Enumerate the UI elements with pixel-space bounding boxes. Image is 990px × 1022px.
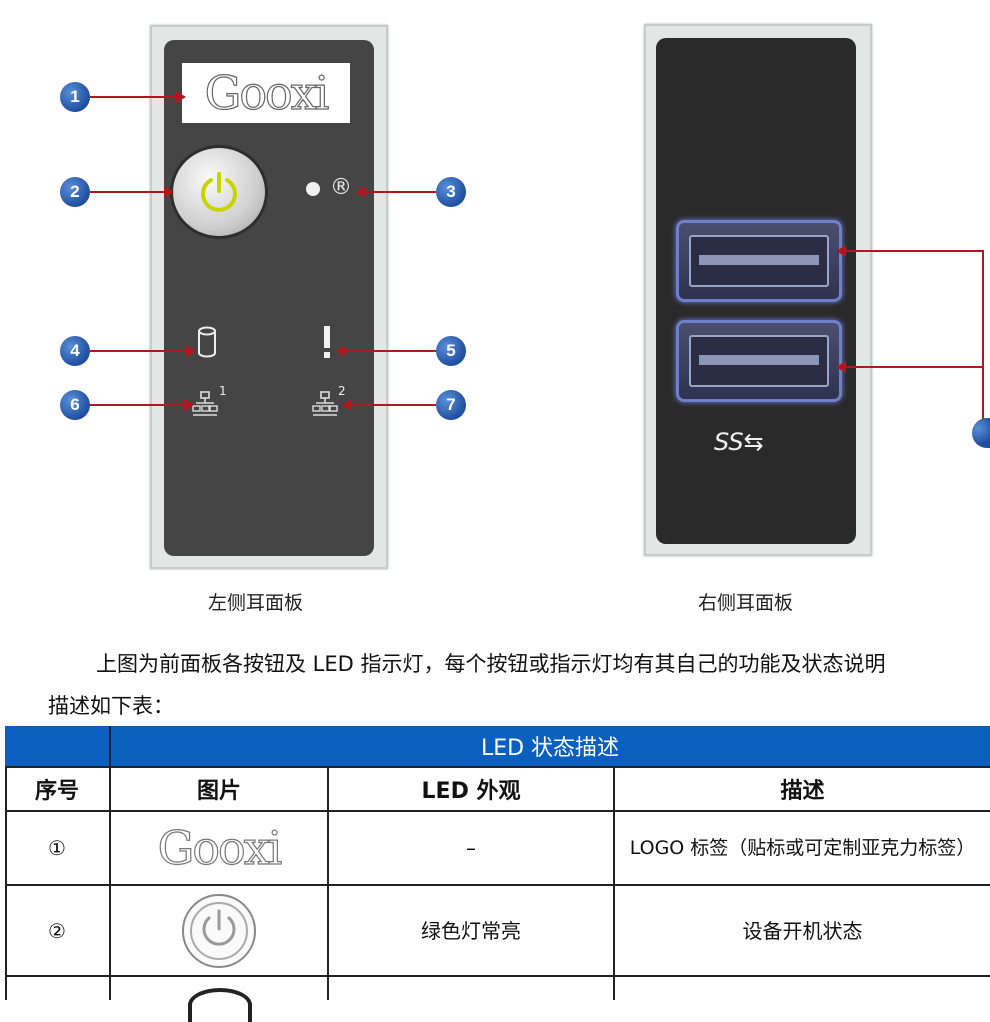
table-rule: [613, 766, 615, 1000]
hdd-icon: [198, 326, 216, 358]
usb-slot-1: [689, 235, 829, 287]
callout-3: 3: [436, 177, 466, 207]
arrow-4-head: [186, 345, 196, 357]
th-image: 图片: [196, 779, 241, 804]
arrow-3: [364, 191, 436, 193]
row2-index: ②: [48, 918, 66, 943]
row1-index: ①: [48, 836, 66, 860]
intro-line-2: 描述如下表：: [48, 694, 174, 718]
arrow-1-head: [176, 91, 186, 103]
arrow-8-bracket: [982, 250, 984, 420]
row1-appearance: –: [466, 836, 476, 860]
arrow-2-head: [164, 186, 174, 198]
reset-led-dot: [306, 182, 320, 196]
power-icon: [182, 893, 256, 968]
row1-logo-text: Gooxi: [157, 820, 283, 875]
alert-icon: [324, 326, 330, 358]
callout-2: 2: [60, 177, 90, 207]
table-rule: [5, 975, 990, 977]
right-panel-caption: 右侧耳面板: [698, 592, 794, 614]
left-panel-caption: 左侧耳面板: [208, 592, 304, 614]
arrow-3-head: [356, 186, 366, 198]
power-icon: [201, 172, 237, 212]
arrow-6-head: [184, 399, 194, 411]
row1-image: Gooxi: [111, 812, 327, 884]
network-2-icon: [312, 391, 338, 416]
usb-superspeed-icon: SS⇆: [714, 428, 764, 456]
table-rule: [109, 726, 111, 1000]
callout-8: [972, 418, 990, 448]
callout-1: 1: [60, 82, 90, 112]
usb-tongue-1: [699, 255, 819, 265]
callout-5: 5: [436, 336, 466, 366]
row2-appearance: 绿色灯常亮: [421, 918, 521, 943]
row1-description: LOGO 标签（贴标或可定制亚克力标签）: [629, 836, 976, 859]
row3-icon-partial: [188, 988, 252, 1022]
arrow-1: [90, 96, 176, 98]
table-rule: [5, 810, 990, 812]
table-rule: [327, 766, 329, 1000]
gooxi-logo: Gooxi: [182, 63, 350, 123]
intro-line-1: 上图为前面板各按钮及 LED 指示灯，每个按钮或指示灯均有其自己的功能及状态说明: [96, 652, 886, 676]
network-1-label: 1: [219, 384, 227, 398]
reset-mark-icon: ®: [330, 175, 352, 200]
callout-4: 4: [60, 336, 90, 366]
usb-port-2[interactable]: [676, 320, 842, 402]
callout-7: 7: [436, 390, 466, 420]
table-title: LED 状态描述: [480, 736, 620, 761]
arrow-7-head: [342, 399, 352, 411]
row2-image: [111, 886, 327, 975]
table-title-band: [5, 726, 990, 766]
left-panel-face: [164, 40, 374, 556]
network-2-label: 2: [338, 384, 346, 398]
callout-6: 6: [60, 390, 90, 420]
arrow-5: [344, 350, 436, 352]
th-index: 序号: [34, 779, 79, 804]
table-rule: [5, 884, 990, 886]
arrow-6: [90, 404, 184, 406]
arrow-5-head: [336, 345, 346, 357]
usb-slot-2: [689, 335, 829, 387]
table-rule: [5, 766, 7, 1000]
usb-port-1[interactable]: [676, 220, 842, 302]
arrow-8-top-head: [836, 245, 846, 257]
arrow-8-top: [844, 250, 984, 252]
th-description: 描述: [780, 779, 825, 804]
arrow-7: [350, 404, 436, 406]
logo-text: Gooxi: [204, 66, 330, 120]
power-button[interactable]: [170, 145, 268, 239]
arrow-4: [90, 350, 186, 352]
usb-tongue-2: [699, 355, 819, 365]
table-rule: [5, 766, 990, 768]
arrow-8-bottom: [844, 366, 984, 368]
row2-description: 设备开机状态: [742, 918, 863, 943]
th-appearance: LED 外观: [421, 779, 521, 804]
arrow-8-bottom-head: [836, 361, 846, 373]
network-1-icon: [192, 391, 218, 416]
arrow-2: [90, 191, 166, 193]
